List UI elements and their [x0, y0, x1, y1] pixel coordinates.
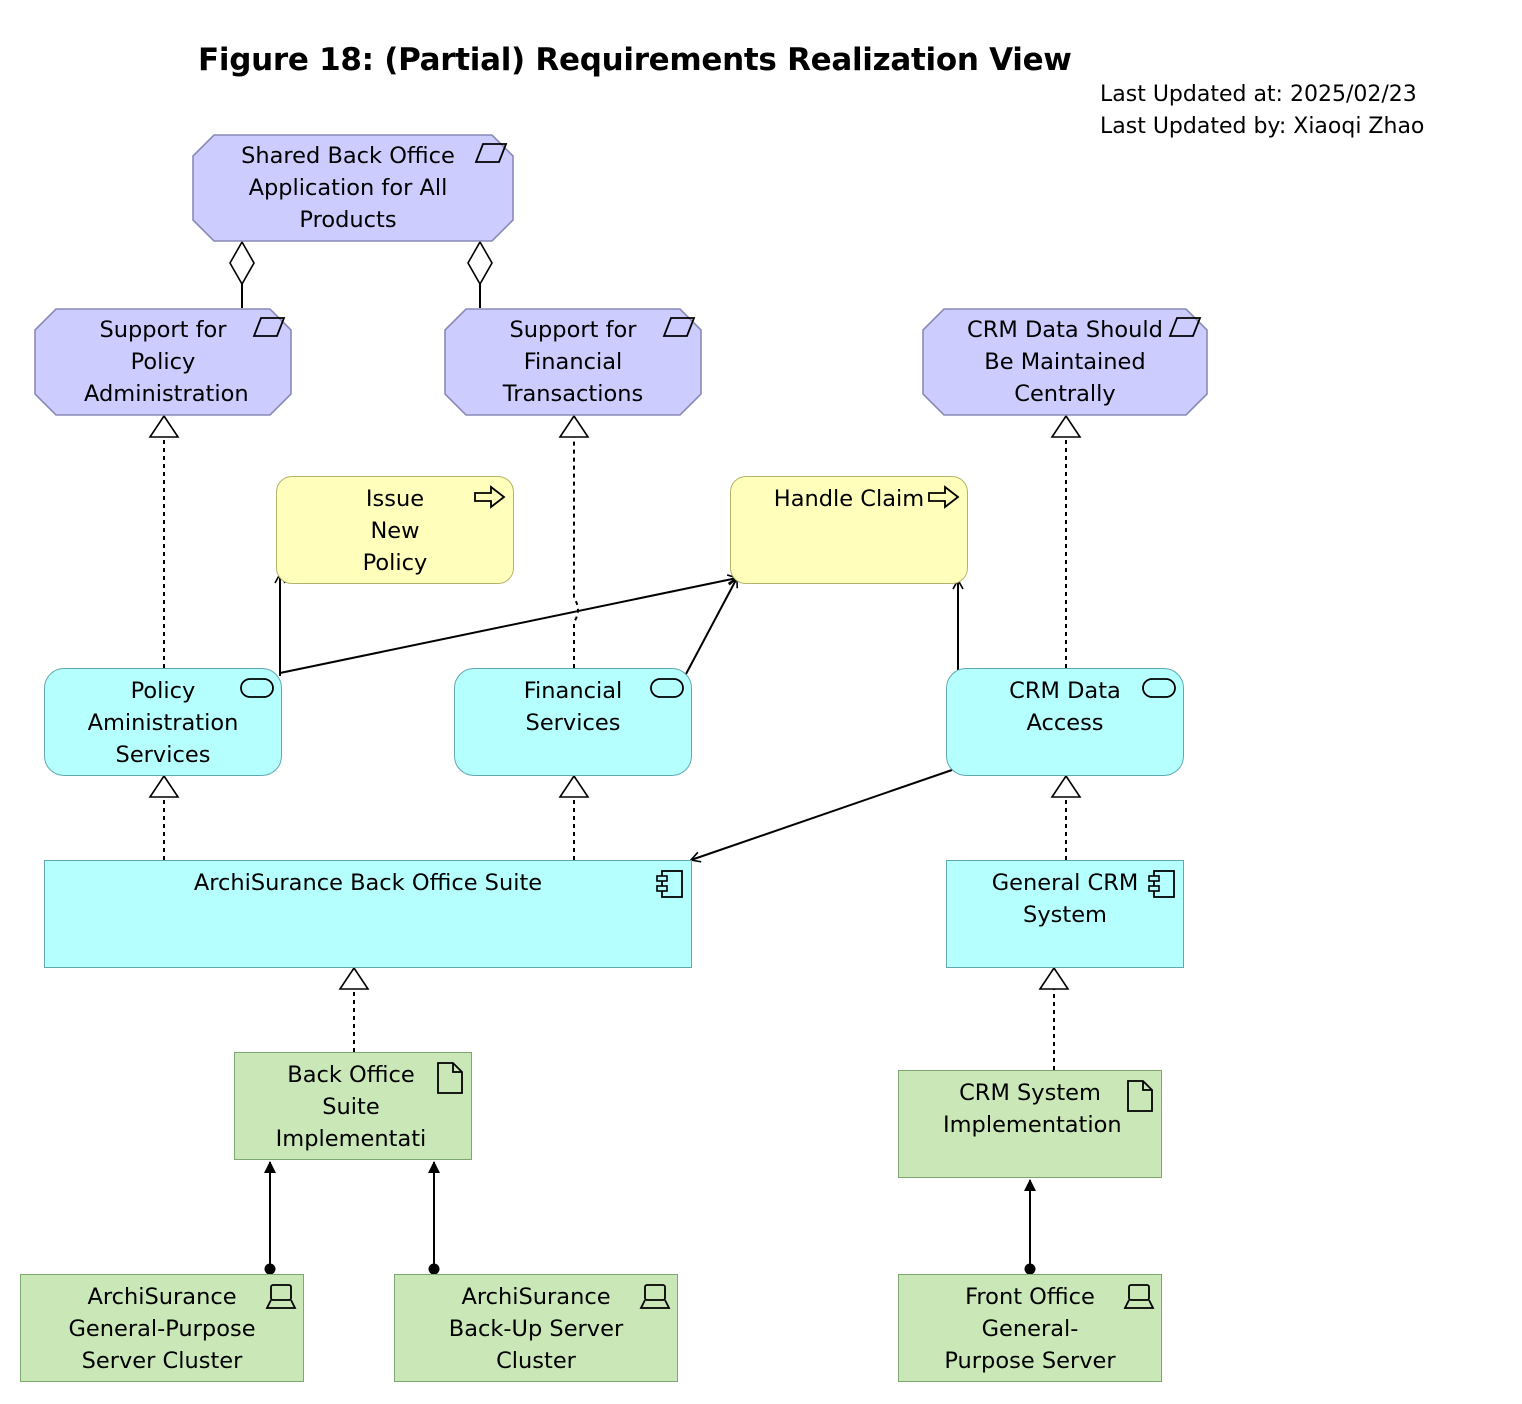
requirement-shape — [192, 134, 514, 242]
service-label: Policy Aministration Services — [87, 678, 239, 768]
requirement-shape — [922, 308, 1208, 416]
last-updated-at: Last Updated at: 2025/02/23 — [1100, 82, 1417, 107]
service-crm-data-access[interactable]: CRM Data Access — [946, 668, 1184, 776]
requirement-shape — [444, 308, 702, 416]
requirement-icon — [474, 143, 508, 163]
requirement-label: CRM Data Should Be Maintained Centrally — [967, 317, 1163, 407]
realization-crm-system-access — [1050, 774, 1082, 860]
diagram-title: Figure 18: (Partial) Requirements Realiz… — [198, 42, 1072, 78]
service-label: CRM Data Access — [1009, 678, 1121, 736]
realization-crm-impl-system — [1038, 966, 1070, 1070]
requirement-financial-transactions[interactable]: Support for Financial Transactions — [444, 308, 702, 416]
process-label: Handle Claim — [773, 486, 925, 512]
requirement-crm-central[interactable]: CRM Data Should Be Maintained Centrally — [922, 308, 1208, 416]
artifact-label: CRM System Implementation — [943, 1080, 1122, 1138]
component-label: General CRM System — [991, 870, 1139, 928]
device-gp-server-cluster[interactable]: ArchiSurance General-Purpose Server Clus… — [20, 1274, 304, 1382]
component-label: ArchiSurance Back Office Suite — [193, 870, 543, 896]
realization-suite-financial — [558, 774, 590, 860]
component-icon — [1148, 870, 1175, 898]
service-policy-administration[interactable]: Policy Aministration Services — [44, 668, 282, 776]
service-label: Financial Services — [523, 678, 623, 736]
device-icon — [639, 1284, 671, 1309]
service-financial[interactable]: Financial Services — [454, 668, 692, 776]
device-icon — [265, 1284, 297, 1309]
service-icon — [650, 678, 684, 698]
device-icon — [1123, 1284, 1155, 1309]
requirement-shared-back-office[interactable]: Shared Back Office Application for All P… — [192, 134, 514, 242]
realization-suite-policy — [148, 774, 180, 860]
aggregation-policy-admin — [229, 240, 255, 308]
requirement-shape — [34, 308, 292, 416]
device-backup-server-cluster[interactable]: ArchiSurance Back-Up Server Cluster — [394, 1274, 678, 1382]
device-label: ArchiSurance Back-Up Server Cluster — [448, 1284, 624, 1374]
component-back-office-suite[interactable]: ArchiSurance Back Office Suite — [44, 860, 692, 968]
realization-policy-services — [148, 414, 180, 668]
requirement-label: Support for Policy Administration — [84, 317, 249, 407]
realization-bo-impl-suite — [338, 966, 370, 1052]
requirement-icon — [252, 317, 286, 337]
realization-financial-services — [558, 414, 590, 668]
device-front-office-server[interactable]: Front Office General-Purpose Server — [898, 1274, 1162, 1382]
requirement-policy-administration[interactable]: Support for Policy Administration — [34, 308, 292, 416]
last-updated-by: Last Updated by: Xiaoqi Zhao — [1100, 114, 1425, 139]
artifact-icon — [1127, 1080, 1153, 1112]
service-icon — [1142, 678, 1176, 698]
component-icon — [656, 870, 683, 898]
service-icon — [240, 678, 274, 698]
requirement-label: Support for Financial Transactions — [502, 317, 644, 407]
aggregation-financial-tx — [467, 240, 493, 308]
artifact-crm-impl[interactable]: CRM System Implementation — [898, 1070, 1162, 1178]
process-icon — [474, 485, 506, 509]
serving-policy-to-claim — [279, 574, 739, 674]
component-general-crm[interactable]: General CRM System — [946, 860, 1184, 968]
requirement-label: Shared Back Office Application for All P… — [241, 143, 455, 233]
process-icon — [928, 485, 960, 509]
realization-crm-access — [1050, 414, 1082, 668]
device-label: Front Office General-Purpose Server — [944, 1284, 1116, 1374]
serving-financial-to-claim — [685, 576, 738, 675]
serving-crm-to-suite — [689, 769, 953, 863]
process-issue-new-policy[interactable]: Issue New Policy — [276, 476, 514, 584]
artifact-label: Back Office Suite Implementati — [275, 1062, 427, 1152]
device-label: ArchiSurance General-Purpose Server Clus… — [68, 1284, 256, 1374]
process-handle-claim[interactable]: Handle Claim — [730, 476, 968, 584]
requirement-icon — [662, 317, 696, 337]
process-label: Issue New Policy — [362, 486, 428, 576]
requirement-icon — [1168, 317, 1202, 337]
artifact-icon — [437, 1062, 463, 1094]
artifact-back-office-impl[interactable]: Back Office Suite Implementati — [234, 1052, 472, 1160]
